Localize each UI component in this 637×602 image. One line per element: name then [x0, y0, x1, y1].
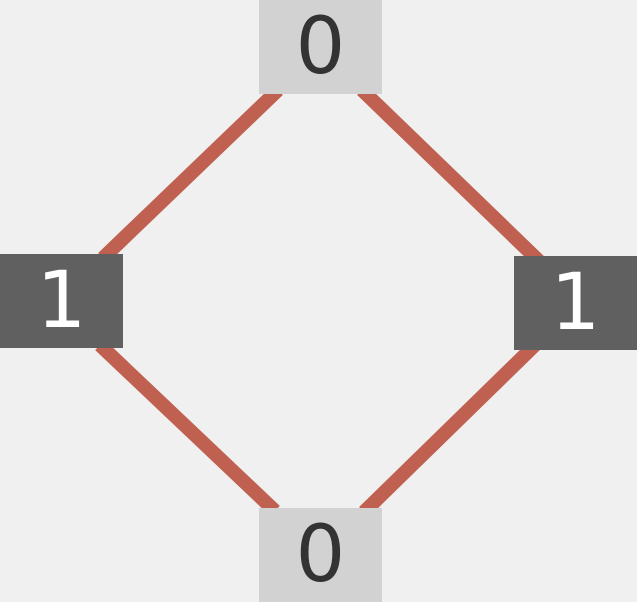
edge-right-bottom — [359, 339, 540, 518]
node-top: 0 — [259, 0, 382, 94]
edge-left-bottom — [95, 339, 280, 517]
node-bottom: 0 — [259, 508, 382, 602]
edge-top-right — [357, 84, 545, 268]
edge-top-left — [98, 84, 283, 264]
node-left-value: 1 — [36, 256, 87, 346]
node-right: 1 — [514, 256, 637, 350]
node-top-value: 0 — [295, 2, 346, 92]
node-right-value: 1 — [550, 258, 601, 348]
node-bottom-value: 0 — [295, 510, 346, 600]
node-left: 1 — [0, 254, 123, 348]
